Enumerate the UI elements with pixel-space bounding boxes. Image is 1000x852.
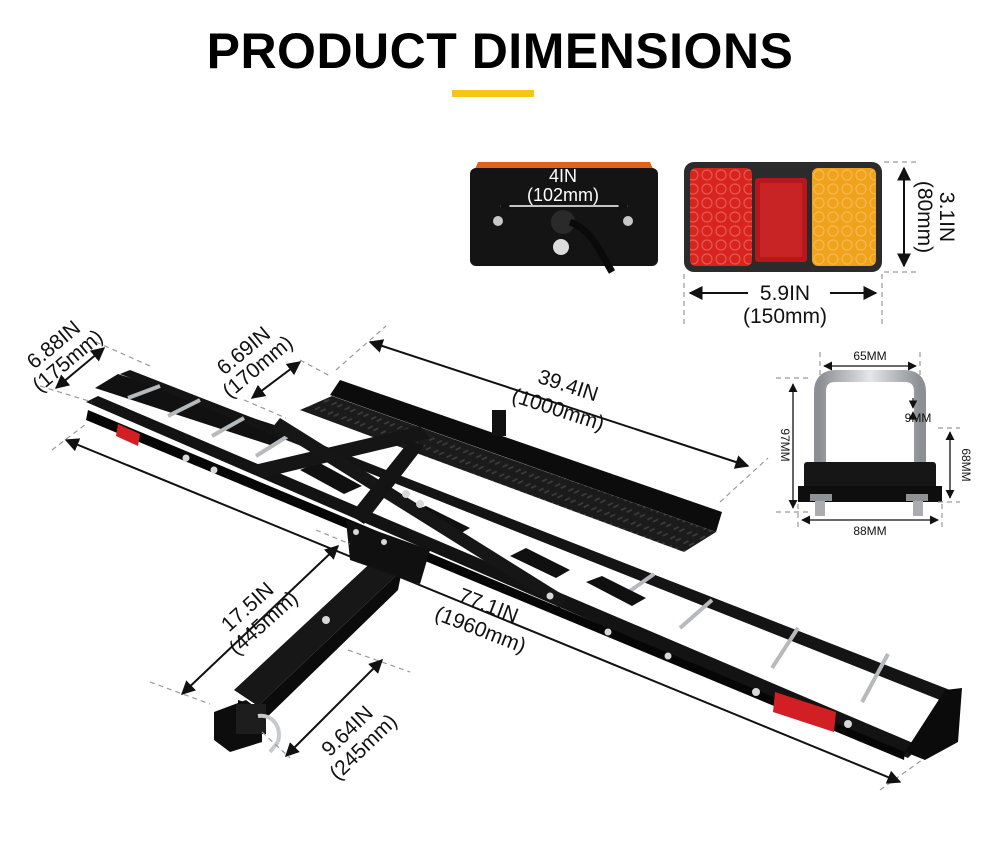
taillight-front <box>683 161 920 328</box>
ubolt-plate-height: 68MM <box>959 448 973 481</box>
taillight-front-width-in: 5.9IN <box>760 282 810 305</box>
title-underline <box>452 90 534 97</box>
carrier-illustration <box>86 370 962 760</box>
taillight-back <box>470 162 658 274</box>
page-title: PRODUCT DIMENSIONS <box>206 23 794 79</box>
taillight-back-width-mm: (102mm) <box>527 185 599 205</box>
taillight-front-height-in: 3.1IN <box>935 192 958 242</box>
taillight-front-width-mm: (150mm) <box>743 305 827 328</box>
ubolt-inner-width: 65MM <box>853 349 886 363</box>
ubolt-height: 97MM <box>778 428 792 461</box>
ubolt-plate-width: 88MM <box>853 524 886 538</box>
carrier-dimension-guides <box>39 325 923 791</box>
taillight-back-width-in: 4IN <box>549 166 577 186</box>
taillight-front-height-mm: (80mm) <box>913 181 936 253</box>
ubolt-gap: 9MM <box>905 411 932 425</box>
ubolt-clamp <box>776 352 960 530</box>
